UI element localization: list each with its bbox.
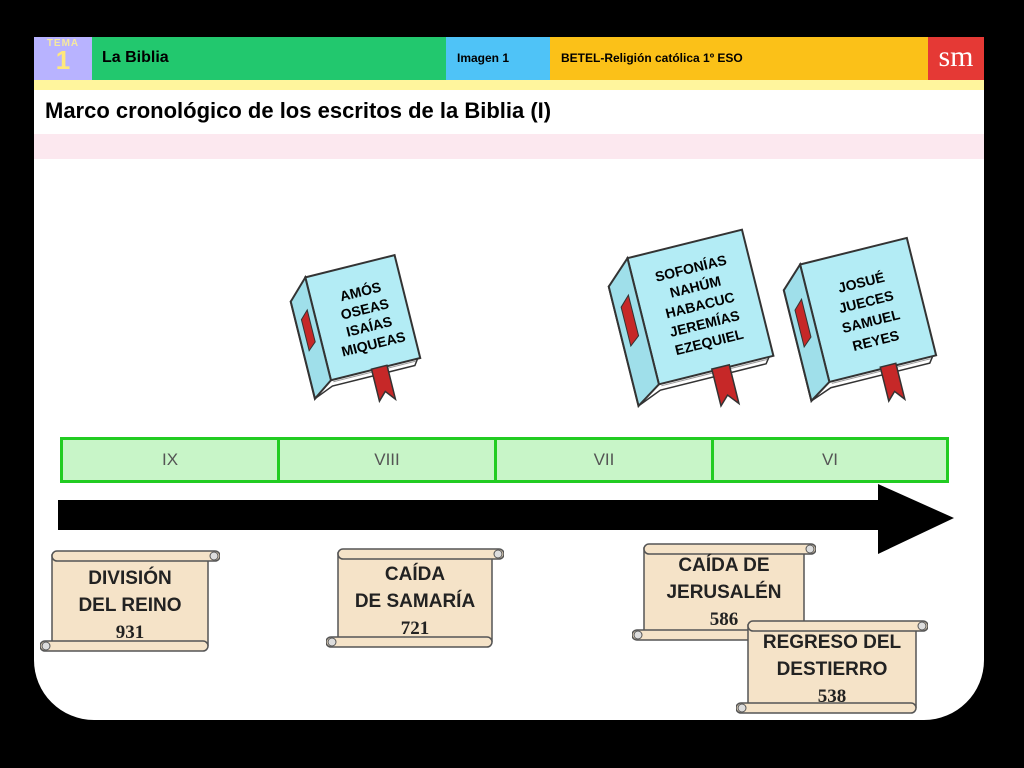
- century-cell: VI: [821, 450, 839, 469]
- header-bar: TEMA 1 La Biblia Imagen 1 BETEL-Religión…: [34, 37, 984, 80]
- scroll-icon: [40, 550, 220, 652]
- event-1-year: 931: [115, 622, 145, 643]
- section-tab: La Biblia: [92, 37, 446, 80]
- event-4-year: 538: [817, 686, 847, 707]
- publisher-logo-text: sm: [938, 40, 974, 73]
- century-cell: VIII: [280, 440, 497, 480]
- event-3-line-1: CAÍDA DE: [678, 555, 770, 576]
- event-4-line-1: REGRESO DEL: [762, 632, 902, 653]
- century-cell: IX: [63, 440, 280, 480]
- timeline-arrow-icon: [58, 484, 954, 554]
- section-label: La Biblia: [102, 49, 169, 66]
- event-scroll-4: REGRESO DEL DESTIERRO 538: [736, 619, 928, 715]
- event-2-line-1: CAÍDA: [384, 564, 446, 585]
- century-cell: VII: [497, 440, 714, 480]
- book-2: SOFONÍAS NAHÚM HABACUC JEREMÍAS EZEQUIEL: [600, 223, 780, 428]
- title-band: [34, 134, 984, 159]
- book-3: JOSUÉ JUECES SAMUEL REYES: [774, 231, 944, 421]
- slide: TEMA 1 La Biblia Imagen 1 BETEL-Religión…: [34, 37, 984, 720]
- book-1: AMÓS OSEAS ISAÍAS MIQUEAS: [280, 247, 430, 422]
- image-tab: Imagen 1: [446, 37, 550, 80]
- book-1-icon: AMÓS OSEAS ISAÍAS MIQUEAS: [289, 253, 422, 404]
- event-scroll-3: CAÍDA DE JERUSALÉN 586: [632, 542, 816, 642]
- event-3-line-2: JERUSALÉN: [666, 582, 782, 603]
- event-scroll-1: DIVISIÓN DEL REINO 931: [40, 549, 220, 654]
- event-1-line-1: DIVISIÓN: [88, 568, 172, 589]
- publisher-logo: sm: [928, 37, 984, 80]
- event-scroll-2: CAÍDA DE SAMARÍA 721: [326, 547, 504, 650]
- tema-number: 1: [55, 45, 71, 75]
- course-label: BETEL-Religión católica 1º ESO: [561, 51, 743, 65]
- century-timeline: IX VIII VII VI: [60, 437, 949, 483]
- event-1-line-2: DEL REINO: [78, 595, 182, 616]
- book-2-icon: SOFONÍAS NAHÚM HABACUC JEREMÍAS EZEQUIEL: [607, 228, 775, 409]
- page-title: Marco cronológico de los escritos de la …: [45, 98, 552, 123]
- scroll-icon: [632, 543, 816, 641]
- scroll-icon: [736, 620, 928, 714]
- tema-badge: TEMA 1: [34, 37, 92, 80]
- event-2-line-2: DE SAMARÍA: [354, 591, 476, 612]
- scroll-icon: [326, 548, 504, 648]
- event-2-year: 721: [400, 618, 430, 639]
- event-3-year: 586: [709, 609, 739, 630]
- book-3-icon: JOSUÉ JUECES SAMUEL REYES: [782, 236, 938, 404]
- course-tab: BETEL-Religión católica 1º ESO: [550, 37, 928, 80]
- tema-label: TEMA: [46, 38, 80, 49]
- event-4-line-2: DESTIERRO: [776, 659, 888, 680]
- header-stripe: [34, 80, 984, 90]
- image-label: Imagen 1: [457, 51, 510, 65]
